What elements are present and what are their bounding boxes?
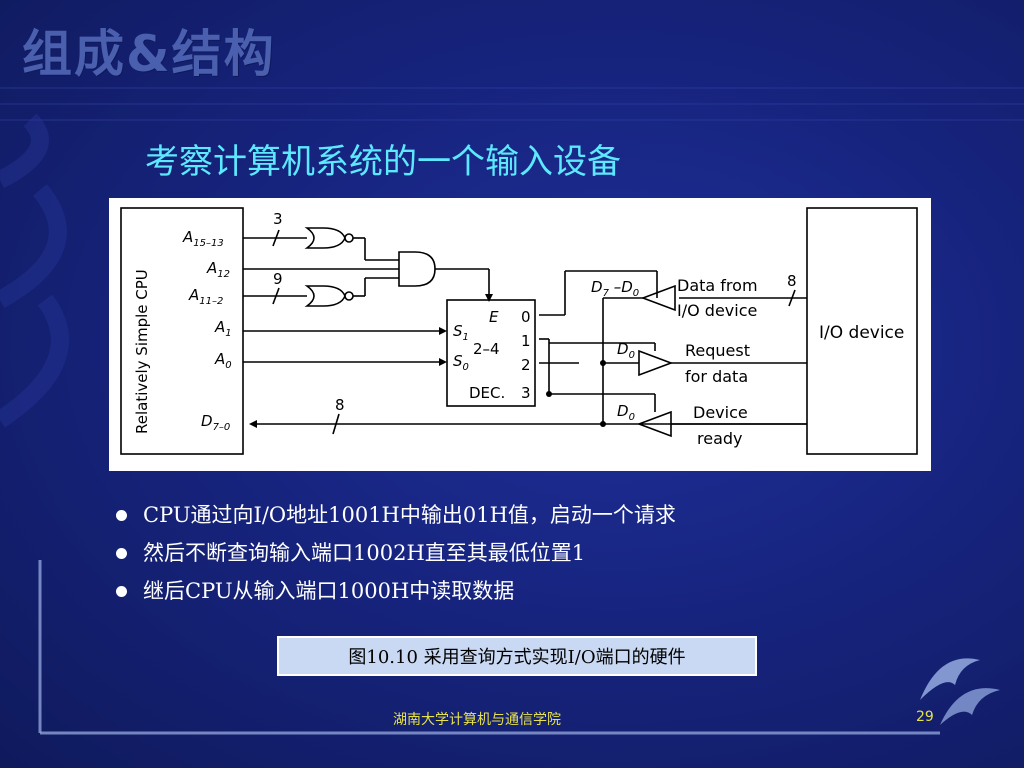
bullet-item: CPU通过向I/O地址1001H中输出01H值，启动一个请求: [112, 496, 676, 534]
decoder-name: DEC.: [469, 384, 505, 402]
bus-width-io-8: 8: [787, 272, 797, 290]
page-number: 29: [916, 709, 934, 725]
addr-a11-2: A11–2: [188, 286, 223, 307]
bus-width-8: 8: [335, 396, 345, 414]
addr-a0: A0: [214, 350, 232, 371]
bus-width-3: 3: [273, 210, 283, 228]
bullet-icon: [116, 585, 127, 597]
nor-gate-1: [304, 227, 346, 249]
data-buffer: [640, 284, 676, 312]
bullet-icon: [116, 547, 127, 559]
bullet-list: CPU通过向I/O地址1001H中输出01H值，启动一个请求 然后不断查询输入端…: [112, 496, 676, 610]
decoder-out-1: 1: [521, 332, 531, 350]
decoder-s0: S0: [453, 352, 469, 373]
decoder-type: 2–4: [473, 340, 500, 358]
io-hardware-diagram: Relatively Simple CPU I/O device A15–13 …: [109, 198, 931, 471]
bullet-icon: [116, 509, 127, 521]
decoder-s1: S1: [453, 322, 469, 343]
slide-title: 考察计算机系统的一个输入设备: [145, 142, 621, 182]
ready-line1: Device: [693, 403, 748, 422]
data-from-line2: I/O device: [677, 301, 757, 320]
ready-buffer: [636, 410, 672, 438]
decoder-out-0: 0: [521, 308, 531, 326]
d0-ready-label: D0: [617, 402, 635, 423]
io-device-label: I/O device: [819, 323, 904, 343]
circuit-schematic: Relatively Simple CPU I/O device A15–13 …: [120, 207, 918, 455]
addr-a12: A12: [206, 259, 230, 280]
io-device-block: [806, 207, 918, 455]
decoder-block: [446, 299, 536, 407]
footer-institution: 湖南大学计算机与通信学院: [393, 712, 561, 728]
bullet-item: 然后不断查询输入端口1002H直至其最低位置1: [112, 534, 676, 572]
request-buffer: [638, 349, 674, 377]
decoder-out-3: 3: [521, 384, 531, 402]
data-d7-0: D7–0: [201, 412, 230, 433]
data-from-line1: Data from: [677, 276, 758, 295]
decoder-enable: E: [489, 308, 499, 326]
addr-a1: A1: [214, 318, 232, 339]
cpu-label: Relatively Simple CPU: [133, 269, 151, 434]
and-gate: [398, 251, 436, 287]
ready-line2: ready: [697, 429, 743, 448]
section-header: 组成&结构: [22, 25, 276, 83]
bus-width-9: 9: [273, 270, 283, 288]
nor-gate-2: [304, 285, 346, 307]
figure-caption: 图10.10 采用查询方式实现I/O端口的硬件: [277, 636, 757, 676]
addr-a15-13: A15–13: [182, 228, 224, 249]
dolphin-logo-icon: [920, 658, 1000, 725]
decoder-out-2: 2: [521, 356, 531, 374]
d7-d0-label: D7 –D0: [591, 278, 639, 299]
bullet-item: 继后CPU从输入端口1000H中读取数据: [112, 572, 676, 610]
request-line2: for data: [685, 367, 748, 386]
request-line1: Request: [685, 341, 750, 360]
